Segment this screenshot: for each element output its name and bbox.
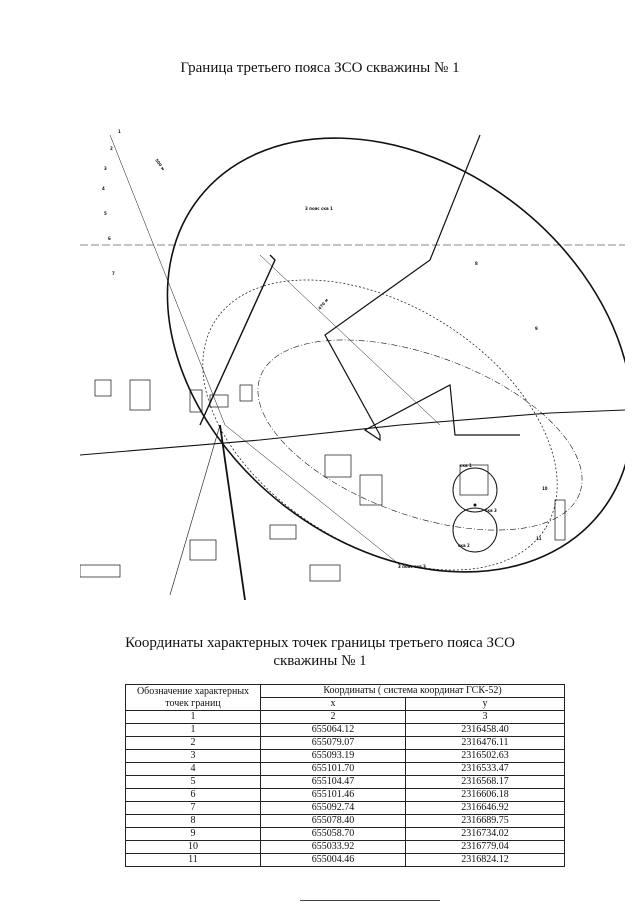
point-number-11: 11 — [536, 536, 542, 541]
cell-x: 655058.70 — [260, 827, 406, 841]
road-line-3 — [199, 254, 276, 426]
coords-title: Координаты характерных точек границы тре… — [0, 634, 640, 670]
point-number-1: 1 — [118, 129, 121, 134]
zone-map: 3 пояс скв 1 3 пояс скв 3 500 м 470 м ск… — [80, 95, 625, 600]
distance-label-1: 500 м — [154, 158, 166, 172]
cell-point: 9 — [125, 827, 261, 841]
well-circle-2 — [452, 507, 498, 553]
well-circle-1 — [452, 467, 498, 513]
cell-y: 2316606.18 — [404, 788, 566, 802]
coords-title-line2: скважины № 1 — [273, 653, 367, 669]
cell-x: 655101.46 — [260, 788, 406, 802]
cell-point: 1 — [125, 723, 261, 737]
inner-dotted-ellipse — [202, 279, 558, 571]
point-number-3: 3 — [104, 166, 107, 171]
cell-y: 2316458.40 — [404, 723, 566, 737]
footer-rule — [300, 900, 440, 901]
header-num-x: 2 — [260, 710, 406, 724]
cell-point: 6 — [125, 788, 261, 802]
point-number-2: 2 — [110, 146, 113, 151]
cell-point: 3 — [125, 749, 261, 763]
header-num-y: 3 — [404, 710, 566, 724]
cell-point: 7 — [125, 801, 261, 815]
cell-y: 2316779.04 — [404, 840, 566, 854]
point-number-5: 5 — [104, 211, 107, 216]
cell-x: 655064.12 — [260, 723, 406, 737]
header-point: Обозначение характерных точек границ — [125, 684, 261, 711]
cell-x: 655079.07 — [260, 736, 406, 750]
point-number-7: 7 — [112, 271, 115, 276]
dashdot-ellipse — [257, 339, 583, 531]
distance-label-2: 470 м — [317, 297, 329, 310]
road-line-2 — [80, 409, 625, 456]
cell-x: 655033.92 — [260, 840, 406, 854]
coords-title-line1: Координаты характерных точек границы тре… — [125, 635, 515, 651]
point-number-4: 4 — [102, 186, 105, 191]
cell-y: 2316824.12 — [404, 853, 566, 867]
cell-point: 11 — [125, 853, 261, 867]
cell-y: 2316476.11 — [404, 736, 566, 750]
cell-point: 4 — [125, 762, 261, 776]
header-num-point: 1 — [125, 710, 261, 724]
cell-y: 2316689.75 — [404, 814, 566, 828]
well-label-2: скв 2 — [458, 543, 470, 548]
point-number-8: 8 — [475, 261, 478, 266]
cell-x: 655104.47 — [260, 775, 406, 789]
cell-x: 655092.74 — [260, 801, 406, 815]
cell-point: 10 — [125, 840, 261, 854]
header-coords-group: Координаты ( система координат ГСК-52) — [260, 684, 565, 698]
cell-x: 655004.46 — [260, 853, 406, 867]
cell-x: 655078.40 — [260, 814, 406, 828]
point-number-6: 6 — [108, 236, 111, 241]
diagonal-line — [109, 134, 401, 566]
cell-x: 655093.19 — [260, 749, 406, 763]
page-title: Граница третьего пояса ЗСО скважины № 1 — [180, 60, 460, 76]
zone-label-bottom: 3 пояс скв 3 — [398, 564, 426, 569]
well-dot — [473, 503, 477, 507]
well-label-3: скв 3 — [485, 508, 497, 513]
point-number-10: 10 — [542, 486, 548, 491]
buildings — [80, 379, 566, 582]
cell-y: 2316533.47 — [404, 762, 566, 776]
cell-y: 2316502.63 — [404, 749, 566, 763]
cell-point: 8 — [125, 814, 261, 828]
header-y: у — [404, 697, 566, 711]
point-number-9: 9 — [535, 326, 538, 331]
boundary-polyline — [324, 134, 520, 442]
cell-y: 2316734.02 — [404, 827, 566, 841]
cell-point: 2 — [125, 736, 261, 750]
cell-point: 5 — [125, 775, 261, 789]
cell-y: 2316646.92 — [404, 801, 566, 815]
diagonal-line-2 — [259, 254, 441, 426]
well-label-1: скв 1 — [460, 463, 472, 468]
zone-map-drawing: 3 пояс скв 1 3 пояс скв 3 500 м 470 м ск… — [80, 129, 625, 600]
road-line-4 — [219, 424, 246, 600]
coordinates-table: Обозначение характерных точек границ Коо… — [125, 684, 566, 867]
cell-y: 2316568.17 — [404, 775, 566, 789]
zone-label: 3 пояс скв 1 — [305, 206, 333, 211]
zone-boundary-ellipse — [166, 137, 625, 573]
header-x: x — [260, 697, 406, 711]
cell-x: 655101.70 — [260, 762, 406, 776]
road-line-5 — [169, 424, 221, 596]
